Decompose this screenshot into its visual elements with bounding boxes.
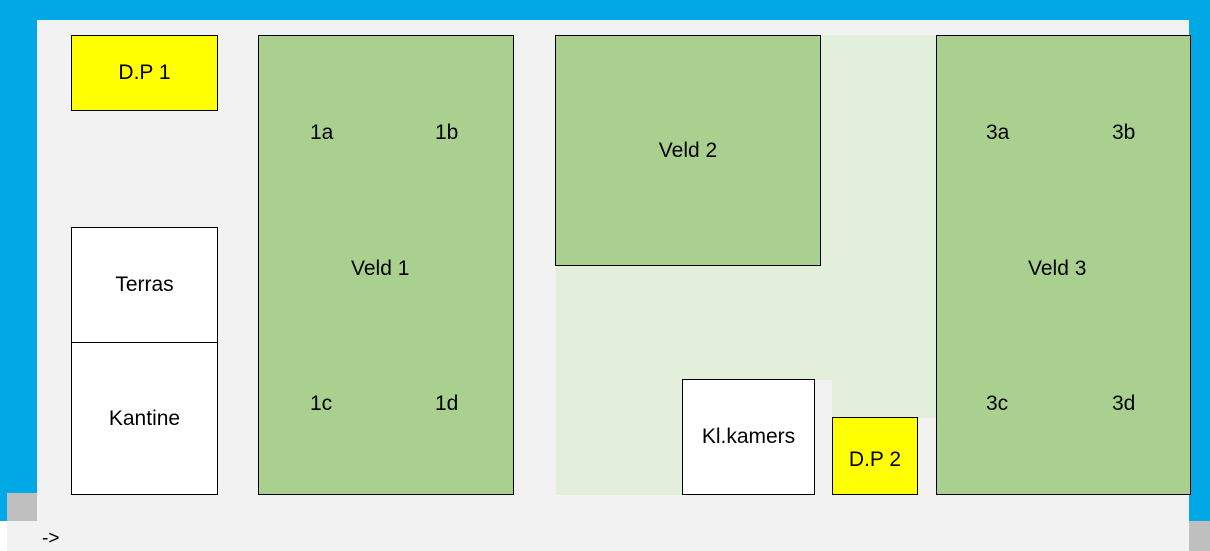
veld2-label: Veld 2 [658, 138, 718, 162]
outer-border-gray-left [7, 493, 37, 521]
arrow-text: -> [42, 528, 60, 549]
dp2-box: D.P 2 [832, 417, 918, 495]
veld1-label: Veld 1 [351, 257, 410, 280]
veld3-sub-c: 3c [986, 392, 1009, 415]
terras-label: Terras [115, 273, 174, 296]
veld2-field: Veld 2 [555, 35, 821, 266]
veld3-field: 3a 3b Veld 3 3c 3d [936, 35, 1191, 495]
kantine-box: Kantine [71, 342, 218, 495]
grass-area-right [832, 380, 936, 418]
klkamers-box: Kl.kamers [682, 379, 815, 495]
veld1-sub-a: 1a [310, 121, 334, 144]
veld3-sub-b: 3b [1112, 121, 1136, 144]
dp2-label: D.P 2 [848, 448, 902, 471]
veld3-label: Veld 3 [1028, 257, 1087, 280]
gray-edge-bottom-left [7, 521, 37, 551]
veld1-sub-c: 1c [310, 392, 333, 415]
veld3-sub-a: 3a [986, 121, 1010, 144]
dp1-box: D.P 1 [71, 35, 218, 111]
terras-box: Terras [71, 227, 218, 343]
veld3-sub-d: 3d [1112, 392, 1136, 415]
veld1-sub-d: 1d [435, 392, 459, 415]
veld1-sub-b: 1b [435, 121, 459, 144]
outer-border-gray-right [1189, 521, 1210, 551]
grass-area-bottom [556, 380, 683, 495]
dp1-label: D.P 1 [118, 61, 171, 84]
klkamers-label: Kl.kamers [701, 425, 796, 448]
veld1-field: 1a 1b Veld 1 1c 1d [258, 35, 514, 495]
kantine-label: Kantine [108, 406, 181, 430]
